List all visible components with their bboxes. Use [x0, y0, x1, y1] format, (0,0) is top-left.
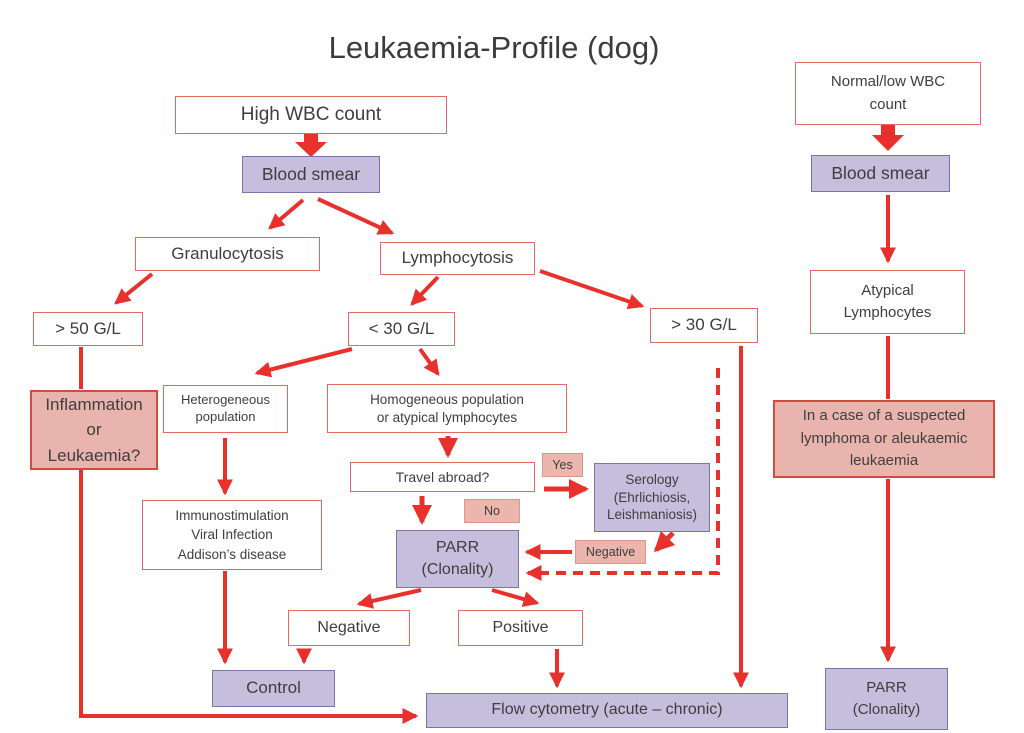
node-lymphocytosis: Lymphocytosis	[380, 242, 535, 275]
edge-inflammation-to-flowcytometry	[79, 470, 419, 724]
node-homogeneous-population: Homogeneous population or atypical lymph…	[327, 384, 567, 433]
node-parr-clonality-right: PARR (Clonality)	[825, 668, 948, 730]
node-normal-low-wbc-count: Normal/low WBC count	[795, 62, 981, 125]
node-heterogeneous-population: Heterogeneous population	[163, 385, 288, 433]
node-inflammation-or-leukaemia: Inflammation or Leukaemia?	[30, 390, 158, 470]
node-serology: Serology (Ehrlichiosis, Leishmaniosis)	[594, 463, 710, 532]
node-gt-30-gl: > 30 G/L	[650, 308, 758, 343]
edge-lymphocytosis-to-gt30	[539, 269, 645, 310]
edge-lt30-to-heterogeneous	[254, 347, 353, 378]
node-parr-clonality-left: PARR (Clonality)	[396, 530, 519, 588]
thick-arrow-highwbc-to-bloodsmear	[295, 134, 327, 157]
node-suspected-lymphoma: In a case of a suspected lymphoma or ale…	[773, 400, 995, 478]
edge-parr-to-positive	[491, 588, 540, 607]
edge-lymphocytosis-to-lt30	[410, 275, 440, 306]
node-negative-result: Negative	[288, 610, 410, 646]
node-lt-30-gl: < 30 G/L	[348, 312, 455, 346]
edge-parr-to-negative	[356, 588, 422, 609]
node-travel-abroad: Travel abroad?	[350, 462, 535, 492]
label-yes: Yes	[542, 453, 583, 477]
node-blood-smear-left: Blood smear	[242, 156, 380, 193]
node-atypical-lymphocytes: Atypical Lymphocytes	[810, 270, 965, 334]
edge-granulocytosis-to-gt50	[114, 272, 154, 305]
node-immunostimulation: Immunostimulation Viral Infection Addiso…	[142, 500, 322, 570]
node-flow-cytometry: Flow cytometry (acute – chronic)	[426, 693, 788, 728]
node-gt-50-gl: > 50 G/L	[33, 312, 143, 346]
label-no: No	[464, 499, 520, 523]
thick-arrow-normalwbc-to-bloodsmear	[872, 125, 904, 151]
edge-lt30-to-homogeneous	[418, 347, 440, 376]
page-title: Leukaemia-Profile (dog)	[328, 30, 660, 65]
node-blood-smear-right: Blood smear	[811, 155, 950, 192]
edge-bloodsmear-to-granulocytosis	[268, 198, 305, 230]
edge-serology-to-negative-label	[653, 530, 676, 553]
node-high-wbc-count: High WBC count	[175, 96, 447, 134]
label-negative: Negative	[575, 540, 646, 564]
edge-bloodsmear-to-lymphocytosis	[317, 197, 395, 235]
node-control: Control	[212, 670, 335, 707]
node-granulocytosis: Granulocytosis	[135, 237, 320, 271]
node-positive-result: Positive	[458, 610, 583, 646]
edge-gt30-dashed-to-parr	[525, 368, 720, 581]
